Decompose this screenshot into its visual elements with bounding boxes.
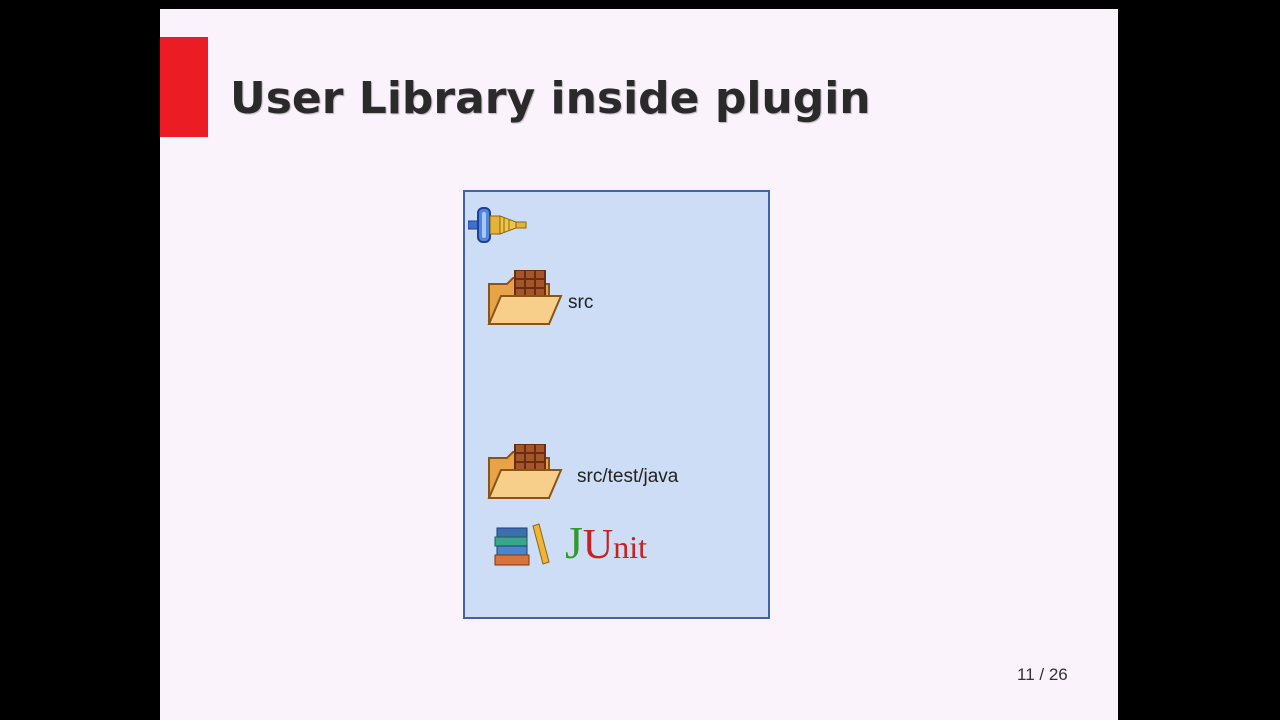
library-books-icon <box>494 523 550 566</box>
package-folder-icon <box>487 444 563 499</box>
folder-label-test: src/test/java <box>577 466 679 487</box>
plugin-project-box: src src/test/java JUnit <box>463 190 770 619</box>
slide: User Library inside plugin src <box>160 9 1118 720</box>
package-folder-icon <box>487 270 563 325</box>
junit-logo: JUnit <box>565 518 647 579</box>
slide-title: User Library inside plugin <box>230 73 871 124</box>
junit-logo-u: U <box>582 522 614 568</box>
title-accent-bar <box>160 37 208 137</box>
junit-logo-j: J <box>565 517 583 568</box>
plugin-icon <box>468 207 527 243</box>
page-number: 11 / 26 <box>1017 665 1068 684</box>
junit-logo-nit: nit <box>613 529 648 565</box>
folder-label-src: src <box>568 292 594 313</box>
